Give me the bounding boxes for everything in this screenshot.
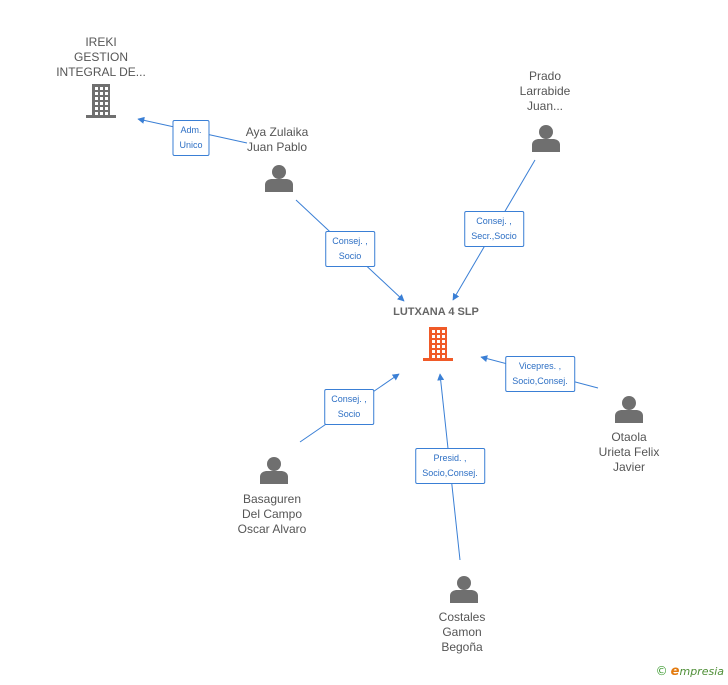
node-label-line: Urieta Felix xyxy=(598,445,660,459)
edge-label-line: Secr.,Socio xyxy=(471,231,517,241)
aya-person-icon[interactable] xyxy=(265,165,293,192)
basaguren-person-icon[interactable] xyxy=(260,457,288,484)
edge-label-line: Unico xyxy=(179,140,203,150)
edge-label-otaola[interactable]: Vicepres. , Socio,Consej. xyxy=(505,356,575,392)
edge-label-prado[interactable]: Consej. , Secr.,Socio xyxy=(464,211,524,247)
edge-label-line: Socio,Consej. xyxy=(422,468,478,478)
edge-label-line: Presid. , xyxy=(433,453,467,463)
copyright-symbol: © xyxy=(655,664,668,678)
edge-label-line: Consej. , xyxy=(476,216,512,226)
center-company-name[interactable]: LUTXANA 4 SLP xyxy=(393,306,479,318)
brand-initial: e xyxy=(670,664,680,679)
node-label-line: Juan Pablo xyxy=(246,140,308,154)
node-label-line: IREKI xyxy=(85,35,117,49)
ireki-building-icon[interactable] xyxy=(86,84,116,118)
edge-label-line: Vicepres. , xyxy=(518,361,562,371)
node-label-line: Javier xyxy=(612,460,645,474)
node-label-line: Gamon xyxy=(442,625,482,639)
node-label-line: Juan... xyxy=(526,99,564,113)
node-label-line: Begoña xyxy=(441,640,483,654)
edge-label-aya[interactable]: Consej. , Socio xyxy=(325,231,375,267)
edge-label-line: Socio,Consej. xyxy=(512,376,568,386)
edge-label-line: Consej. , xyxy=(332,236,368,246)
edge-label-costales[interactable]: Presid. , Socio,Consej. xyxy=(415,448,485,484)
node-label-line: Larrabide xyxy=(519,84,571,98)
node-label-line: Oscar Alvaro xyxy=(237,522,307,536)
edge-label-line: Adm. xyxy=(180,125,202,135)
edge-label-aya[interactable]: Adm. Unico xyxy=(172,120,210,156)
node-label-line: Basaguren xyxy=(242,492,302,506)
node-label-line: GESTION xyxy=(73,50,129,64)
node-label-line: Otaola xyxy=(611,430,647,444)
edge-label-line: Consej. , xyxy=(331,394,367,404)
node-label-line: Prado xyxy=(528,69,562,83)
center-building-icon[interactable] xyxy=(423,327,453,361)
edge-label-line: Socio xyxy=(338,251,362,261)
node-label-line: Costales xyxy=(438,610,486,624)
footer-brand: ©empresia xyxy=(656,664,724,679)
edge-label-basaguren[interactable]: Consej. , Socio xyxy=(324,389,374,425)
brand-name: mpresia xyxy=(679,665,724,678)
prado-person-icon[interactable] xyxy=(532,125,560,152)
node-label-line: INTEGRAL DE... xyxy=(56,65,146,79)
costales-person-icon[interactable] xyxy=(450,576,478,603)
edge-label-line: Socio xyxy=(337,409,361,419)
node-label-line: Del Campo xyxy=(241,507,303,521)
node-label-line: Aya Zulaika xyxy=(245,125,309,139)
otaola-person-icon[interactable] xyxy=(615,396,643,423)
